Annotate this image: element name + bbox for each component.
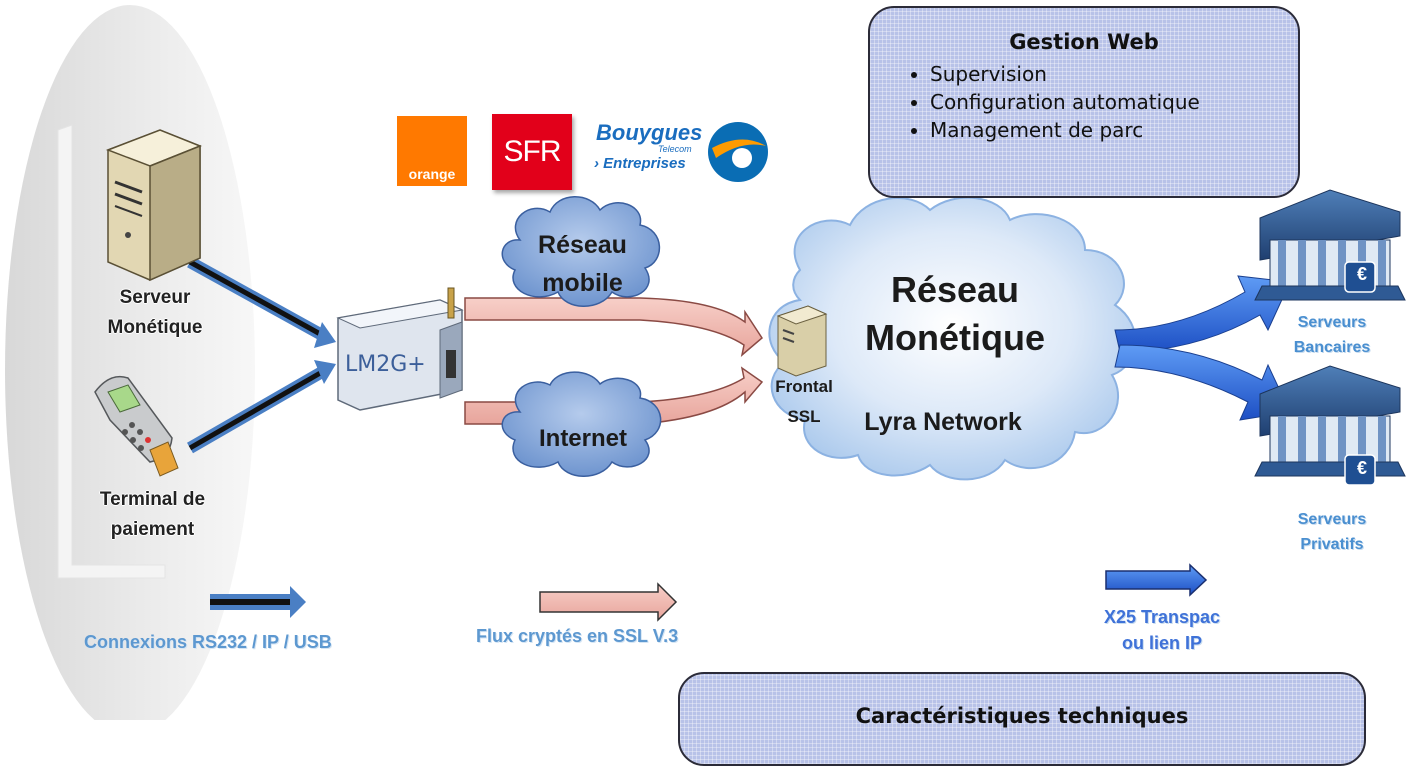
background-layer: [5, 5, 1406, 720]
internet-label: Internet: [538, 425, 627, 452]
internet-cloud: [501, 371, 662, 477]
bouygues-logo: Bouygues Telecom › Entreprises: [592, 118, 772, 190]
web-management-list: Supervision Configuration automatique Ma…: [870, 60, 1298, 144]
server-label-line-2: Monétique: [107, 317, 203, 338]
lm2g-modem-device: [336, 287, 464, 411]
modem-label: LM2G+: [345, 352, 426, 377]
sfr-logo-text: SFR: [503, 135, 562, 168]
bouygues-logo-mark: [708, 122, 768, 182]
server-label-line-1: Serveur: [119, 287, 191, 308]
bank-servers-icon: [1254, 189, 1406, 301]
legend-ssl-label: Flux cryptés en SSL V.3: [476, 626, 679, 646]
payment-network-title: Réseau Monétique: [835, 266, 1075, 362]
payment-terminal-label: Terminal de paiement: [70, 485, 235, 545]
bouygues-logo-entreprises: › Entreprises: [594, 155, 686, 172]
frontal-ssl-label-line-1: Frontal: [775, 377, 833, 396]
private-servers-label-line-1: Serveurs: [1297, 511, 1367, 528]
mobile-network-label: Réseau mobile: [510, 226, 655, 302]
web-management-item: Management de parc: [930, 116, 1298, 144]
euro-icon: €: [1356, 264, 1367, 284]
euro-icon: €: [1356, 458, 1367, 478]
private-servers-icon: [1254, 365, 1406, 486]
bouygues-logo-subtext: Telecom: [658, 144, 692, 154]
mobile-network-label-line-2: mobile: [542, 269, 623, 297]
rs232-connection-bottom: [187, 360, 336, 454]
bank-servers-label-line-1: Serveurs: [1297, 314, 1367, 331]
private-servers-label-line-2: Privatifs: [1300, 536, 1364, 553]
payment-network-title-line-2: Monétique: [865, 317, 1045, 358]
legend-ssl-arrow: [539, 582, 678, 622]
web-management-item: Configuration automatique: [930, 88, 1298, 116]
sfr-logo: SFR: [492, 114, 572, 190]
payment-network-cloud: [768, 196, 1137, 481]
legend-x25-label: X25 Transpac ou lien IP: [1072, 604, 1252, 656]
orange-logo-text: orange: [408, 166, 456, 182]
frontal-ssl-label-line-2: SSL: [787, 407, 821, 426]
mobile-network-label-line-1: Réseau: [538, 231, 627, 259]
payment-server-label: Serveur Monétique: [80, 283, 230, 343]
technical-specs-box: Caractéristiques techniques: [678, 672, 1366, 766]
web-management-box: Gestion Web Supervision Configuration au…: [868, 6, 1300, 198]
ssl-flow-top: [464, 297, 763, 357]
orange-logo: orange: [397, 116, 467, 186]
legend-rs232-arrow: [210, 586, 306, 618]
technical-specs-title: Caractéristiques techniques: [855, 704, 1189, 728]
legend-x25-label-line-1: X25 Transpac: [1103, 607, 1221, 627]
legend-x25-label-line-2: ou lien IP: [1121, 633, 1202, 653]
payment-terminal-icon: [94, 375, 179, 477]
frontal-ssl-label: Frontal SSL: [758, 372, 850, 432]
bank-servers-label: Serveurs Bancaires: [1262, 310, 1402, 360]
terminal-label-line-2: paiement: [110, 519, 195, 540]
decorative-ellipse: [5, 5, 255, 720]
web-management-title: Gestion Web: [1009, 30, 1159, 54]
decorative-l-shape: [57, 124, 166, 579]
bank-servers-label-line-2: Bancaires: [1293, 339, 1371, 356]
payment-network-title-line-1: Réseau: [890, 269, 1020, 310]
terminal-label-line-1: Terminal de: [99, 489, 206, 510]
web-management-item: Supervision: [930, 60, 1298, 88]
mobile-network-cloud: [501, 196, 661, 307]
frontal-ssl-server-icon: [776, 305, 828, 377]
bouygues-logo-text: Bouygues: [596, 120, 703, 145]
private-servers-label: Serveurs Privatifs: [1262, 507, 1402, 557]
payment-server-icon: [105, 129, 203, 282]
lyra-network-label: Lyra Network: [864, 408, 1022, 436]
rs232-connection-top: [187, 256, 336, 348]
legend-rs232-label: Connexions RS232 / IP / USB: [84, 632, 332, 652]
legend-x25-arrow: [1105, 563, 1208, 597]
